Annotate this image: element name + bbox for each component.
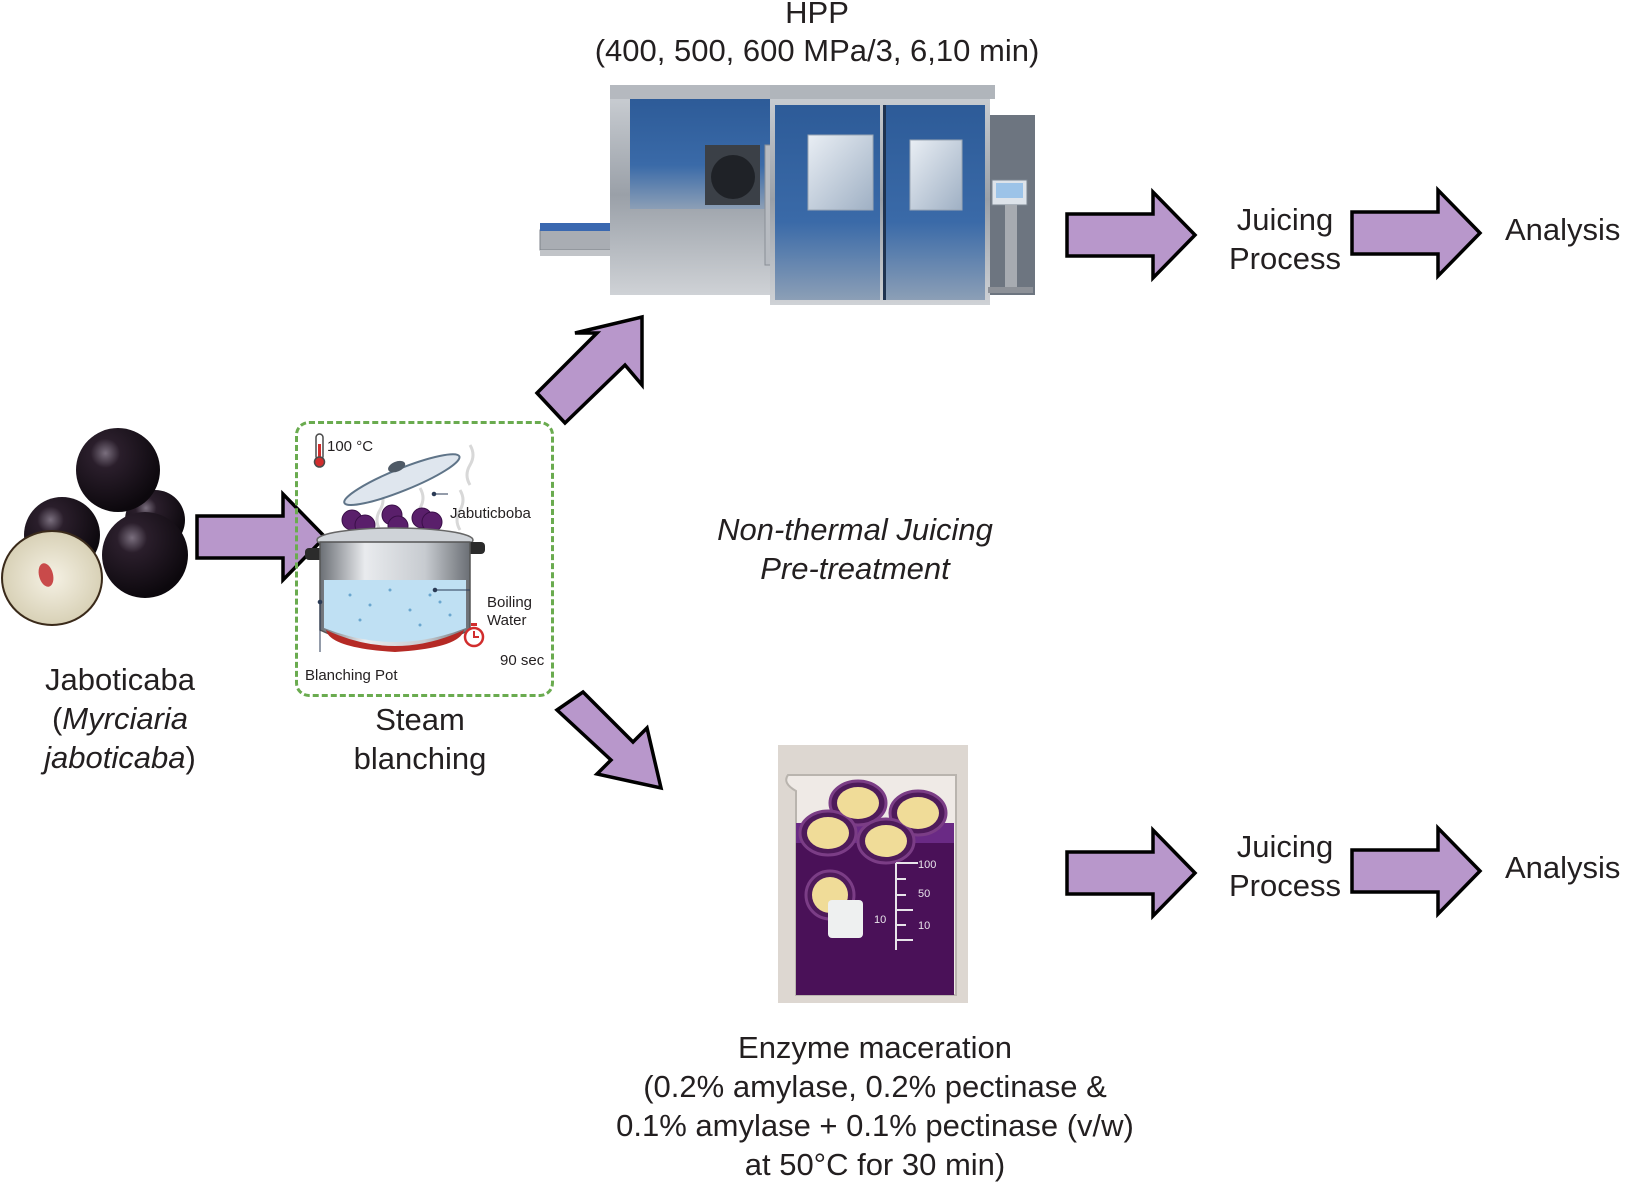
bottom-analysis: Analysis [1505, 850, 1621, 885]
blanching-pot-callout: Blanching Pot [305, 667, 398, 684]
genus: Myrciaria [62, 701, 189, 736]
fruit-callout: Jabuticboba [450, 505, 531, 522]
fruit-scientific-name: (Myrciaria jaboticaba) [20, 699, 220, 777]
paren-close: ) [185, 740, 196, 775]
pretreatment-label: Non-thermal Juicing Pre-treatment [717, 512, 993, 586]
pot-lid [343, 453, 461, 507]
steam-blanching-panel [295, 421, 554, 697]
stopwatch-icon [463, 623, 485, 648]
jaboticaba-fruit-image [1, 428, 188, 626]
boiling-water-callout: Boiling Water [487, 594, 533, 629]
time-label: 90 sec [500, 652, 545, 669]
beaker-mark-50: 50 [918, 888, 930, 900]
hpp-title: HPP [785, 0, 849, 30]
top-juicing-process: Juicing Process [1229, 202, 1341, 276]
arrow-to-enzyme [554, 689, 664, 791]
thermometer-icon [313, 433, 326, 468]
hpp-parameters: (400, 500, 600 MPa/3, 6,10 min) [594, 33, 1040, 68]
hpp-machine-image [539, 85, 1035, 305]
arrow-enzyme-to-juicing [1065, 825, 1198, 921]
beaker-mark-100: 100 [918, 859, 936, 871]
temperature-label: 100 °C [327, 438, 374, 455]
species: jaboticaba [44, 740, 186, 775]
enzyme-maceration-label: Enzyme maceration (0.2% amylase, 0.2% pe… [616, 1030, 1134, 1182]
beaker-mark-10-right: 10 [918, 920, 930, 932]
top-analysis: Analysis [1505, 212, 1621, 247]
paren-open: ( [51, 701, 63, 736]
steam-blanching-label: Steam blanching [353, 702, 487, 776]
fruit-name: Jaboticaba [45, 662, 195, 697]
bottom-juicing-process: Juicing Process [1229, 829, 1341, 903]
enzyme-beaker-image: 100 50 10 10 [778, 745, 968, 1003]
arrow-hpp-to-juicing [1065, 187, 1198, 283]
arrow-to-blanching [195, 489, 328, 585]
arrow-to-hpp [534, 314, 644, 426]
arrow-top-juicing-to-analysis [1350, 185, 1483, 281]
blanching-pot-illustration [305, 433, 485, 652]
arrow-bottom-juicing-to-analysis [1350, 823, 1483, 919]
beaker-mark-10-left: 10 [874, 914, 886, 926]
